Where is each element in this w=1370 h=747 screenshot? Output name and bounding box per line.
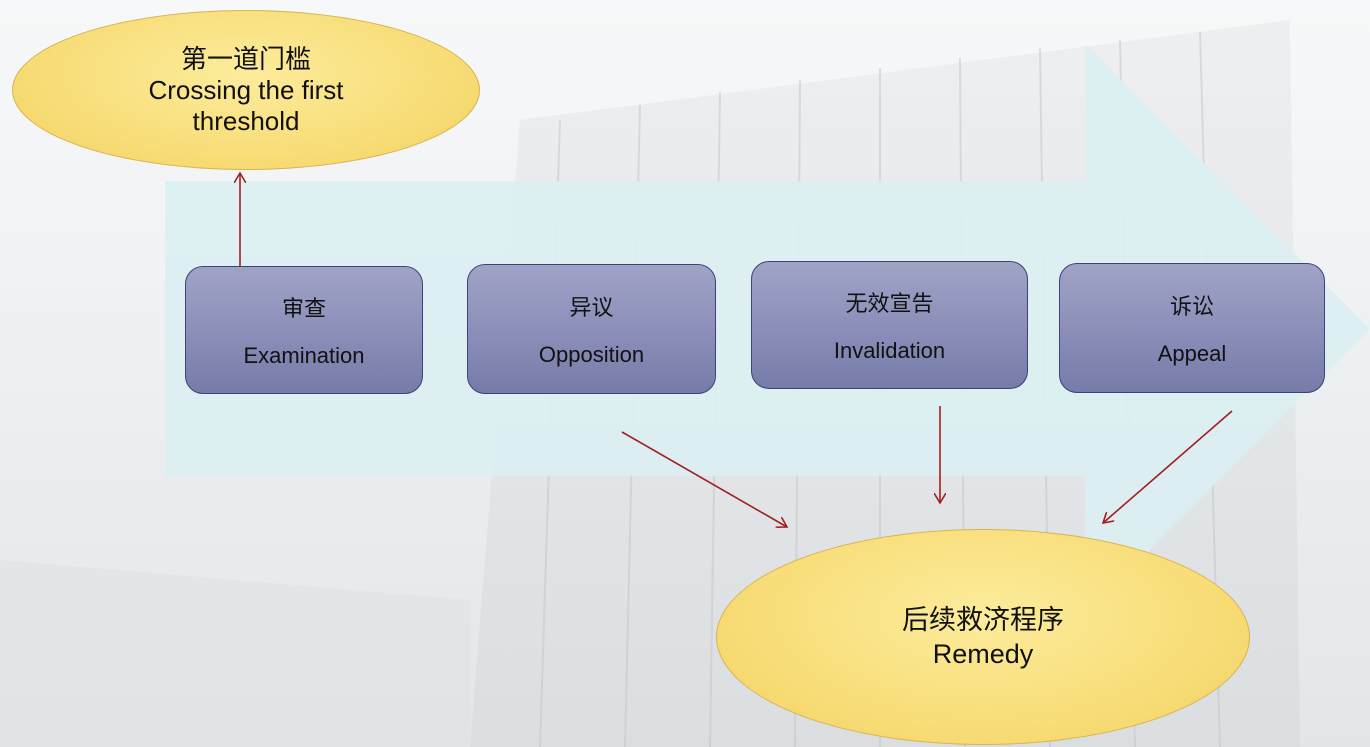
stage-label-en: Appeal — [1157, 341, 1227, 366]
stage-examination: 审查 Examination — [185, 266, 423, 394]
threshold-title-zh: 第一道门槛 — [180, 43, 311, 74]
stage-label-zh: 诉讼 — [1169, 294, 1214, 319]
stage-invalidation: 无效宣告 Invalidation — [751, 261, 1028, 389]
stage-label-en: Opposition — [538, 342, 645, 367]
first-threshold-ellipse: 第一道门槛 Crossing the first threshold — [12, 10, 480, 170]
stage-label-en: Examination — [243, 343, 365, 368]
remedy-title-en: Remedy — [932, 639, 1034, 669]
remedy-ellipse: 后续救济程序 Remedy — [716, 529, 1250, 745]
connector-appeal-to-remedy — [1103, 410, 1233, 523]
remedy-title-zh: 后续救济程序 — [902, 605, 1064, 635]
connector-opposition-to-remedy — [621, 431, 787, 527]
threshold-title-en-line2: threshold — [192, 105, 300, 136]
threshold-title-en-line1: Crossing the first — [148, 74, 344, 105]
stage-label-zh: 异议 — [569, 295, 614, 320]
stage-opposition: 异议 Opposition — [467, 264, 716, 394]
stage-label-zh: 无效宣告 — [845, 291, 934, 316]
stage-appeal: 诉讼 Appeal — [1059, 263, 1325, 393]
stage-label-en: Invalidation — [833, 338, 946, 363]
stage-label-zh: 审查 — [281, 296, 326, 321]
